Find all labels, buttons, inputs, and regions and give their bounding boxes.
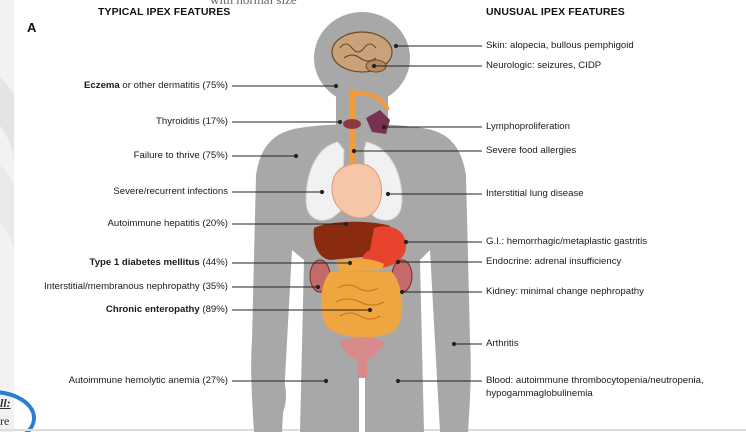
unusual-feature-gi: G.I.: hemorrhagic/metaplastic gastritis	[486, 236, 647, 248]
unusual-feature-neurologic: Neurologic: seizures, CIDP	[486, 60, 601, 72]
typical-feature-enteropathy: Chronic enteropathy (89%)	[106, 304, 228, 316]
unusual-feature-blood-line2: hypogammaglobulinemia	[486, 388, 593, 400]
header-unusual: UNUSUAL IPEX FEATURES	[486, 6, 625, 18]
unusual-feature-lymphoproliferation: Lymphoproliferation	[486, 121, 570, 133]
typical-feature-diabetes: Type 1 diabetes mellitus (44%)	[90, 257, 228, 269]
cropped-left-text-1: ll:	[0, 396, 11, 411]
typical-feature-eczema: Eczema or other dermatitis (75%)	[84, 80, 228, 92]
typical-feature-failure-to-thrive: Failure to thrive (75%)	[134, 150, 228, 162]
unusual-feature-endocrine: Endocrine: adrenal insufficiency	[486, 256, 621, 268]
cropped-left-text-2: re	[0, 414, 9, 429]
typical-feature-nephropathy: Interstitial/membranous nephropathy (35%…	[44, 281, 228, 293]
unusual-feature-skin: Skin: alopecia, bullous pemphigoid	[486, 40, 634, 52]
typical-feature-anemia: Autoimmune hemolytic anemia (27%)	[69, 375, 228, 387]
typical-feature-hepatitis: Autoimmune hepatitis (20%)	[107, 218, 228, 230]
unusual-feature-kidney: Kidney: minimal change nephropathy	[486, 286, 644, 298]
unusual-feature-food-allergies: Severe food allergies	[486, 145, 576, 157]
panel-label: A	[27, 20, 36, 35]
unusual-feature-lung: Interstitial lung disease	[486, 188, 584, 200]
unusual-feature-arthritis: Arthritis	[486, 338, 519, 350]
unusual-feature-blood: Blood: autoimmune thrombocytopenia/neutr…	[486, 375, 704, 387]
typical-feature-infections: Severe/recurrent infections	[113, 186, 228, 198]
typical-feature-thyroiditis: Thyroiditis (17%)	[156, 116, 228, 128]
header-typical: TYPICAL IPEX FEATURES	[98, 6, 230, 18]
